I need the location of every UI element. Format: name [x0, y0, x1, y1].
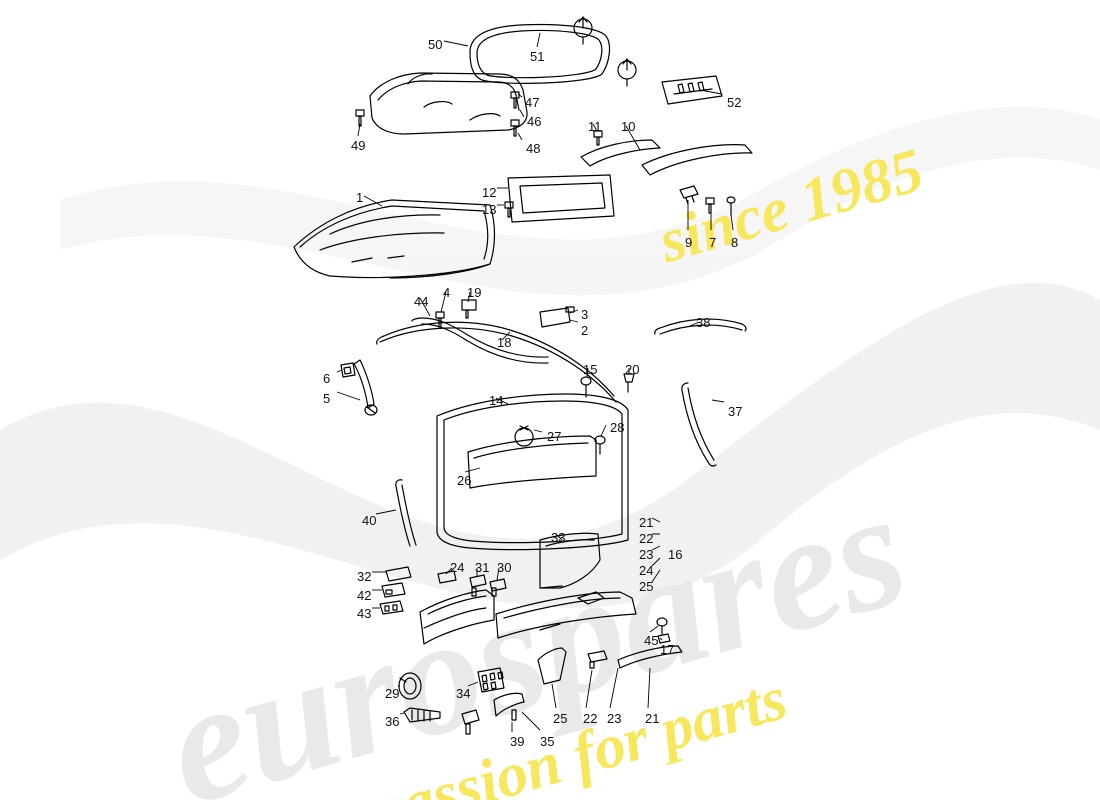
callout-23a: 23 [639, 547, 654, 562]
callout-36: 36 [385, 714, 400, 729]
callout-22b: 22 [583, 711, 598, 726]
callout-1: 1 [356, 190, 364, 205]
callout-9: 9 [685, 235, 693, 250]
callout-24b: 24 [450, 560, 465, 575]
callout-32: 32 [357, 569, 372, 584]
callout-46: 46 [527, 114, 542, 129]
callout-14: 14 [489, 393, 504, 408]
callout-15: 15 [583, 362, 598, 377]
callout-31: 31 [475, 560, 490, 575]
callout-42: 42 [357, 588, 372, 603]
callout-4: 4 [443, 285, 451, 300]
callout-51: 51 [530, 49, 545, 64]
callout-21b: 21 [645, 711, 660, 726]
callout-40: 40 [362, 513, 377, 528]
callout-38: 38 [696, 315, 711, 330]
callout-6: 6 [323, 371, 331, 386]
callout-43: 43 [357, 606, 372, 621]
callout-20: 20 [625, 362, 640, 377]
callout-39: 39 [510, 734, 525, 749]
callout-3: 3 [581, 307, 589, 322]
callout-25a: 25 [639, 579, 654, 594]
callout-35: 35 [540, 734, 555, 749]
callout-11: 11 [588, 119, 602, 134]
callout-16: 16 [668, 547, 683, 562]
callout-21a: 21 [639, 515, 654, 530]
callout-23b: 23 [607, 711, 622, 726]
callout-25b: 25 [553, 711, 568, 726]
callout-52: 52 [727, 95, 742, 110]
callout-24a: 24 [639, 563, 654, 578]
svg-text:since 1985: since 1985 [651, 136, 931, 276]
callout-34: 34 [456, 686, 471, 701]
callout-22a: 22 [639, 531, 654, 546]
callout-26: 26 [457, 473, 472, 488]
callout-7: 7 [709, 235, 717, 250]
callout-45: 45 [644, 633, 659, 648]
callout-18: 18 [497, 335, 512, 350]
callout-8: 8 [731, 235, 739, 250]
callout-12: 12 [482, 185, 497, 200]
callout-27: 27 [547, 429, 562, 444]
callout-33: 33 [551, 530, 566, 545]
svg-text:eurospares: eurospares [147, 454, 925, 800]
callout-49: 49 [351, 138, 366, 153]
callout-48: 48 [526, 141, 541, 156]
callout-2: 2 [581, 323, 589, 338]
callout-29: 29 [385, 686, 400, 701]
callout-19: 19 [467, 285, 482, 300]
callout-30: 30 [497, 560, 512, 575]
callout-13: 13 [482, 202, 497, 217]
callout-37: 37 [728, 404, 743, 419]
callout-17: 17 [660, 642, 675, 657]
callout-47: 47 [525, 95, 540, 110]
svg-text:a passion for parts: a passion for parts [320, 664, 794, 800]
callout-50: 50 [428, 37, 443, 52]
callout-28: 28 [610, 420, 625, 435]
callout-5: 5 [323, 391, 331, 406]
callout-10: 10 [621, 119, 636, 134]
callout-44: 44 [414, 294, 429, 309]
